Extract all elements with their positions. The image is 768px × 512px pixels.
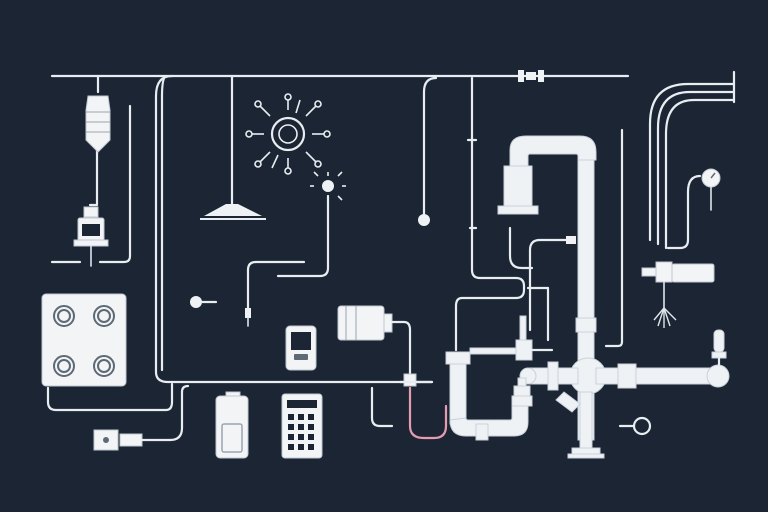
spark-fixture [245, 171, 346, 327]
water-meter [73, 206, 109, 267]
main-supply-line [50, 70, 630, 82]
plain-probe [190, 296, 218, 308]
pressure-gauge [701, 168, 721, 211]
pressure-vessel [337, 305, 434, 387]
right-pipe-bundle [604, 70, 736, 348]
main-pipe-network [445, 135, 730, 459]
hook-wire [370, 386, 394, 428]
left-drops [50, 74, 434, 384]
accent-wire [408, 386, 448, 440]
keypad-controller [281, 393, 323, 459]
hanging-filter-cartridge [85, 95, 111, 153]
sprinkler-valve [641, 261, 715, 328]
key-tag [618, 416, 652, 436]
handheld-remote [285, 325, 317, 371]
drop-ball [418, 76, 438, 226]
battery-pack [215, 391, 249, 459]
plug-and-socket [93, 384, 190, 451]
four-knob-panel [41, 293, 174, 412]
pendant-lamp [200, 74, 266, 220]
center-right-wires [454, 76, 576, 352]
sunburst-fixture [245, 93, 331, 175]
